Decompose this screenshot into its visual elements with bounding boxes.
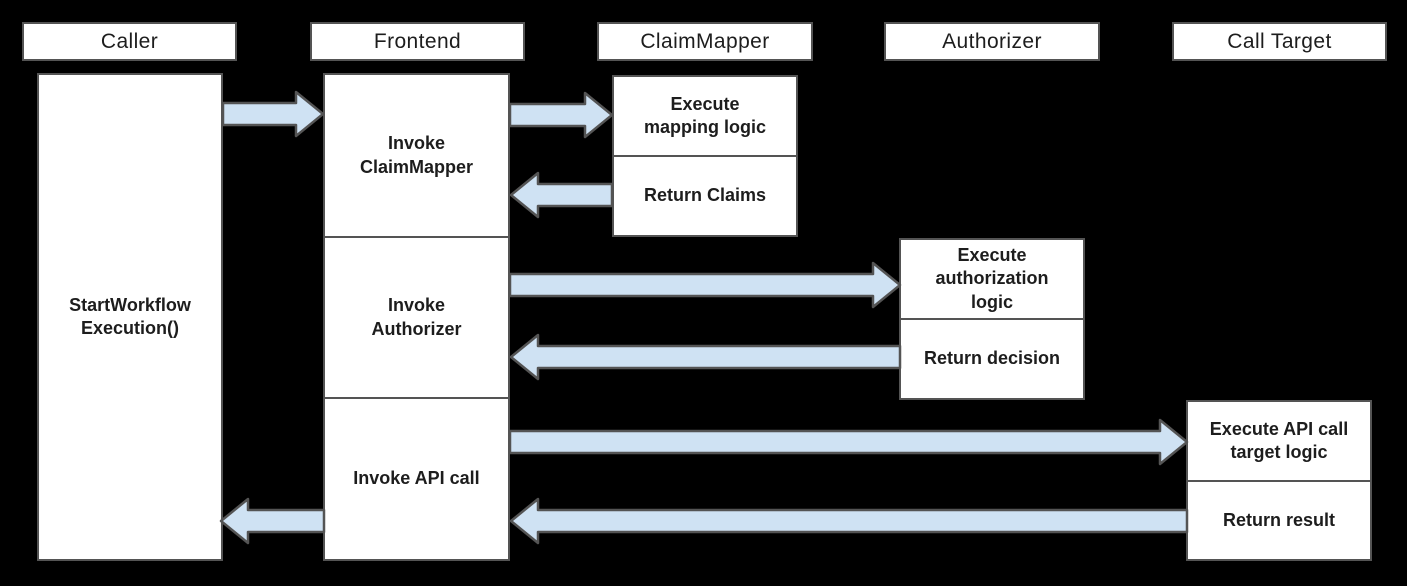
actor-label: ClaimMapper bbox=[640, 29, 770, 53]
execute-mapping-logic-box: Execute mapping logic bbox=[612, 75, 798, 157]
actor-header-claimmapper: ClaimMapper bbox=[597, 22, 813, 61]
step-label: Invoke Authorizer bbox=[371, 295, 462, 339]
arrow-frontend-to-claimmapper-icon bbox=[508, 91, 614, 139]
invoke-claimmapper-box: Invoke ClaimMapper bbox=[323, 73, 510, 238]
actor-label: Call Target bbox=[1227, 29, 1332, 53]
arrow-authorizer-return-to-frontend-icon bbox=[509, 333, 902, 381]
step-label: Return Claims bbox=[643, 185, 767, 206]
step-label: Invoke ClaimMapper bbox=[359, 133, 474, 177]
step-label: Return decision bbox=[923, 348, 1061, 369]
arrow-frontend-return-to-caller-icon bbox=[219, 497, 326, 545]
frontend-activation-stack: Invoke ClaimMapper Invoke Authorizer Inv… bbox=[323, 73, 510, 561]
claimmapper-activation-stack: Execute mapping logic Return Claims bbox=[612, 75, 798, 237]
step-label: Invoke API call bbox=[353, 468, 480, 489]
actor-header-calltarget: Call Target bbox=[1172, 22, 1387, 61]
actor-header-authorizer: Authorizer bbox=[884, 22, 1100, 61]
actor-header-caller: Caller bbox=[22, 22, 237, 61]
actor-label: Caller bbox=[100, 29, 159, 53]
caller-activation-box: StartWorkflow Execution() bbox=[37, 73, 223, 561]
actor-label: Frontend bbox=[373, 29, 462, 53]
calltarget-activation-stack: Execute API call target logic Return res… bbox=[1186, 400, 1372, 561]
arrow-caller-to-frontend-icon bbox=[221, 90, 325, 138]
return-claims-box: Return Claims bbox=[612, 155, 798, 237]
step-label: Execute API call target logic bbox=[1209, 418, 1349, 462]
step-label: Execute mapping logic bbox=[643, 93, 766, 137]
actor-header-frontend: Frontend bbox=[310, 22, 525, 61]
step-label: StartWorkflow Execution() bbox=[69, 294, 191, 338]
invoke-api-call-box: Invoke API call bbox=[323, 397, 510, 561]
arrow-frontend-to-authorizer-icon bbox=[508, 261, 902, 309]
invoke-authorizer-box: Invoke Authorizer bbox=[323, 236, 510, 399]
arrow-frontend-to-calltarget-icon bbox=[508, 418, 1189, 466]
actor-label: Authorizer bbox=[942, 29, 1042, 53]
authorizer-activation-stack: Execute authorization logic Return decis… bbox=[899, 238, 1085, 400]
execute-authorization-logic-box: Execute authorization logic bbox=[899, 238, 1085, 320]
execute-api-call-target-logic-box: Execute API call target logic bbox=[1186, 400, 1372, 482]
arrow-claimmapper-return-to-frontend-icon bbox=[509, 171, 614, 219]
step-label: Return result bbox=[1222, 509, 1336, 530]
return-decision-box: Return decision bbox=[899, 318, 1085, 400]
step-label: Execute authorization logic bbox=[935, 244, 1049, 312]
arrow-calltarget-return-to-frontend-icon bbox=[509, 497, 1189, 545]
return-result-box: Return result bbox=[1186, 480, 1372, 561]
